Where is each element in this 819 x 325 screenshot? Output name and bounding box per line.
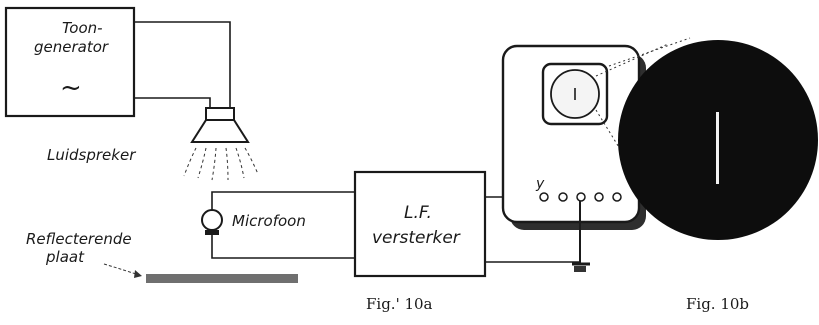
- amplifier-label-1: L.F.: [404, 203, 432, 223]
- oscilloscope: y: [501, 44, 646, 230]
- microphone-label: Microfoon: [232, 212, 306, 230]
- microphone-circuit: [201, 191, 355, 259]
- tone-generator-label-1: Toon-: [62, 19, 103, 37]
- plate-label-1: Reflecterende: [26, 230, 132, 248]
- sine-wave-icon: ~: [60, 73, 82, 103]
- lf-amplifier: L.F. versterker: [353, 170, 487, 278]
- tone-generator-label-2: generator: [34, 38, 109, 56]
- amplifier-label-2: versterker: [372, 228, 461, 248]
- y-terminal-label: y: [535, 176, 545, 192]
- speaker-icon: [183, 107, 259, 181]
- generator-speaker-wires: [134, 21, 231, 108]
- caption-fig-10b: Fig. 10b: [686, 295, 749, 313]
- trace-line: [716, 112, 719, 184]
- caption-fig-10a: Fig.' 10a: [366, 295, 433, 313]
- terminal-row: [539, 192, 622, 202]
- magnified-screen: [618, 40, 818, 240]
- microphone-icon: [201, 209, 223, 235]
- ground-icon: [572, 201, 590, 272]
- plate-label-2: plaat: [45, 248, 85, 266]
- speaker-label: Luidspreker: [47, 146, 136, 164]
- tone-generator: Toon- generator ~: [4, 6, 136, 118]
- reflecting-plate: [146, 274, 298, 283]
